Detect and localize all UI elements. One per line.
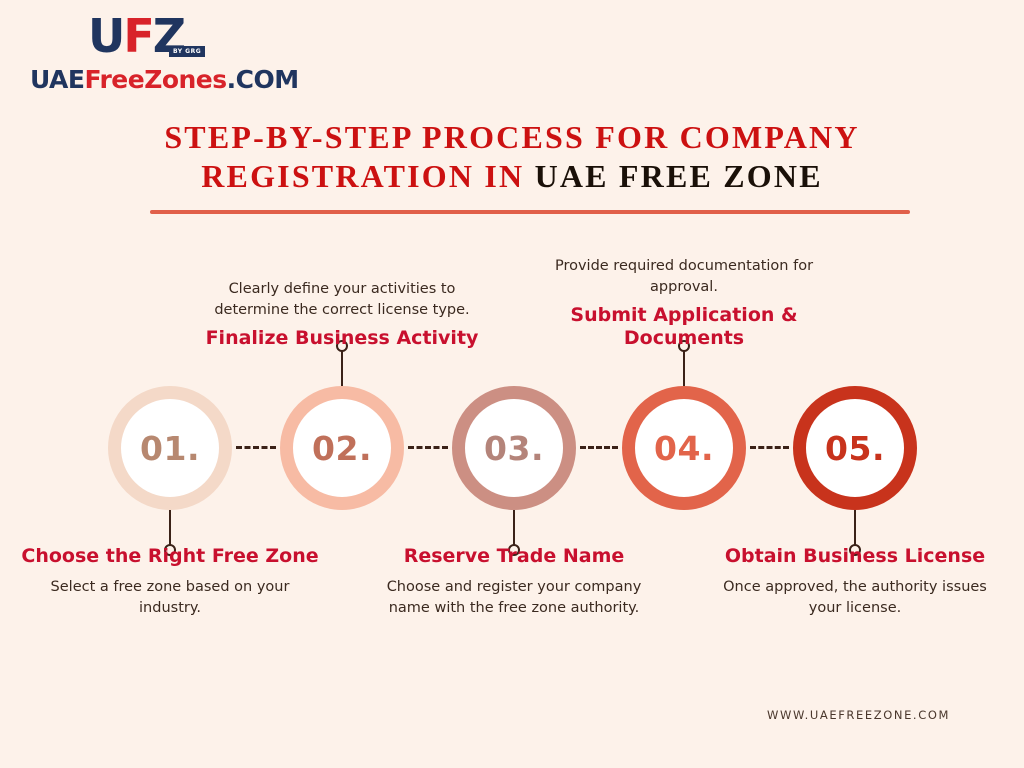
- step-5-description: Once approved, the authority issues your…: [723, 579, 987, 616]
- step-3: 03.: [452, 386, 576, 556]
- logo-word-free: Free: [84, 65, 145, 94]
- step-1-title: Choose the Right Free Zone: [21, 545, 319, 567]
- step-2-description: Clearly define your activities to determ…: [214, 281, 470, 318]
- logo-word-com: .COM: [226, 65, 299, 94]
- step-1-stem: [169, 510, 171, 548]
- step-2-number: 02.: [312, 428, 372, 468]
- title-divider: [150, 210, 910, 214]
- footer-website: WWW.UAEFREEZONE.COM: [767, 708, 950, 722]
- step-3-endpoint-icon: [508, 544, 520, 556]
- connector-dashed-1: [236, 446, 276, 449]
- step-5: 05.: [793, 386, 917, 556]
- step-1-endpoint-icon: [164, 544, 176, 556]
- logo-letter-f: F: [123, 9, 154, 63]
- step-4: 04.: [622, 340, 746, 510]
- logo-ufz-text: UFZ: [88, 9, 186, 63]
- step-3-number: 03.: [484, 428, 544, 468]
- step-5-endpoint-icon: [849, 544, 861, 556]
- step-1-number: 01.: [140, 428, 200, 468]
- step-4-circle[interactable]: 04.: [622, 386, 746, 510]
- step-4-endpoint-icon: [678, 340, 690, 352]
- step-3-circle[interactable]: 03.: [452, 386, 576, 510]
- step-3-title: Reserve Trade Name: [403, 545, 625, 567]
- title-line-2-red: REGISTRATION IN: [201, 158, 535, 194]
- logo-wordmark: UAEFreeZones.COM: [30, 66, 299, 94]
- step-1-circle[interactable]: 01.: [108, 386, 232, 510]
- logo-badge: BY GRG: [169, 46, 206, 57]
- title-line-2: REGISTRATION IN UAE FREE ZONE: [0, 157, 1024, 196]
- step-3-description: Choose and register your company name wi…: [386, 579, 642, 616]
- logo-letter-u: U: [88, 9, 125, 63]
- step-4-title: Submit Application & Documents: [570, 304, 798, 349]
- page-title: STEP-BY-STEP PROCESS FOR COMPANY REGISTR…: [0, 118, 1024, 196]
- connector-dashed-2: [408, 446, 448, 449]
- connector-dashed-4: [750, 446, 789, 449]
- step-2-title: Finalize Business Activity: [205, 327, 479, 349]
- step-2-circle[interactable]: 02.: [280, 386, 404, 510]
- step-2-stem: [341, 348, 343, 386]
- step-2: 02.: [280, 340, 404, 510]
- step-5-stem: [854, 510, 856, 548]
- step-1: 01.: [108, 386, 232, 556]
- step-5-number: 05.: [825, 428, 885, 468]
- title-line-2-dark: UAE FREE ZONE: [534, 158, 823, 194]
- logo-word-zones: Zones: [144, 65, 227, 94]
- step-4-stem: [683, 348, 685, 386]
- logo-word-uae: UAE: [30, 65, 85, 94]
- title-line-1: STEP-BY-STEP PROCESS FOR COMPANY: [164, 119, 860, 155]
- logo-mark: UFZ BY GRG: [30, 9, 280, 63]
- step-4-number: 04.: [654, 428, 714, 468]
- step-3-stem: [513, 510, 515, 548]
- step-5-circle[interactable]: 05.: [793, 386, 917, 510]
- step-5-title: Obtain Business License: [724, 545, 986, 567]
- step-1-description: Select a free zone based on your industr…: [50, 579, 290, 616]
- connector-dashed-3: [580, 446, 618, 449]
- step-4-description: Provide required documentation for appro…: [554, 258, 814, 295]
- step-4-label: Provide required documentation for appro…: [534, 240, 834, 350]
- step-2-endpoint-icon: [336, 340, 348, 352]
- site-logo: UFZ BY GRG UAEFreeZones.COM: [30, 9, 299, 96]
- step-2-label: Clearly define your activities to determ…: [192, 240, 492, 350]
